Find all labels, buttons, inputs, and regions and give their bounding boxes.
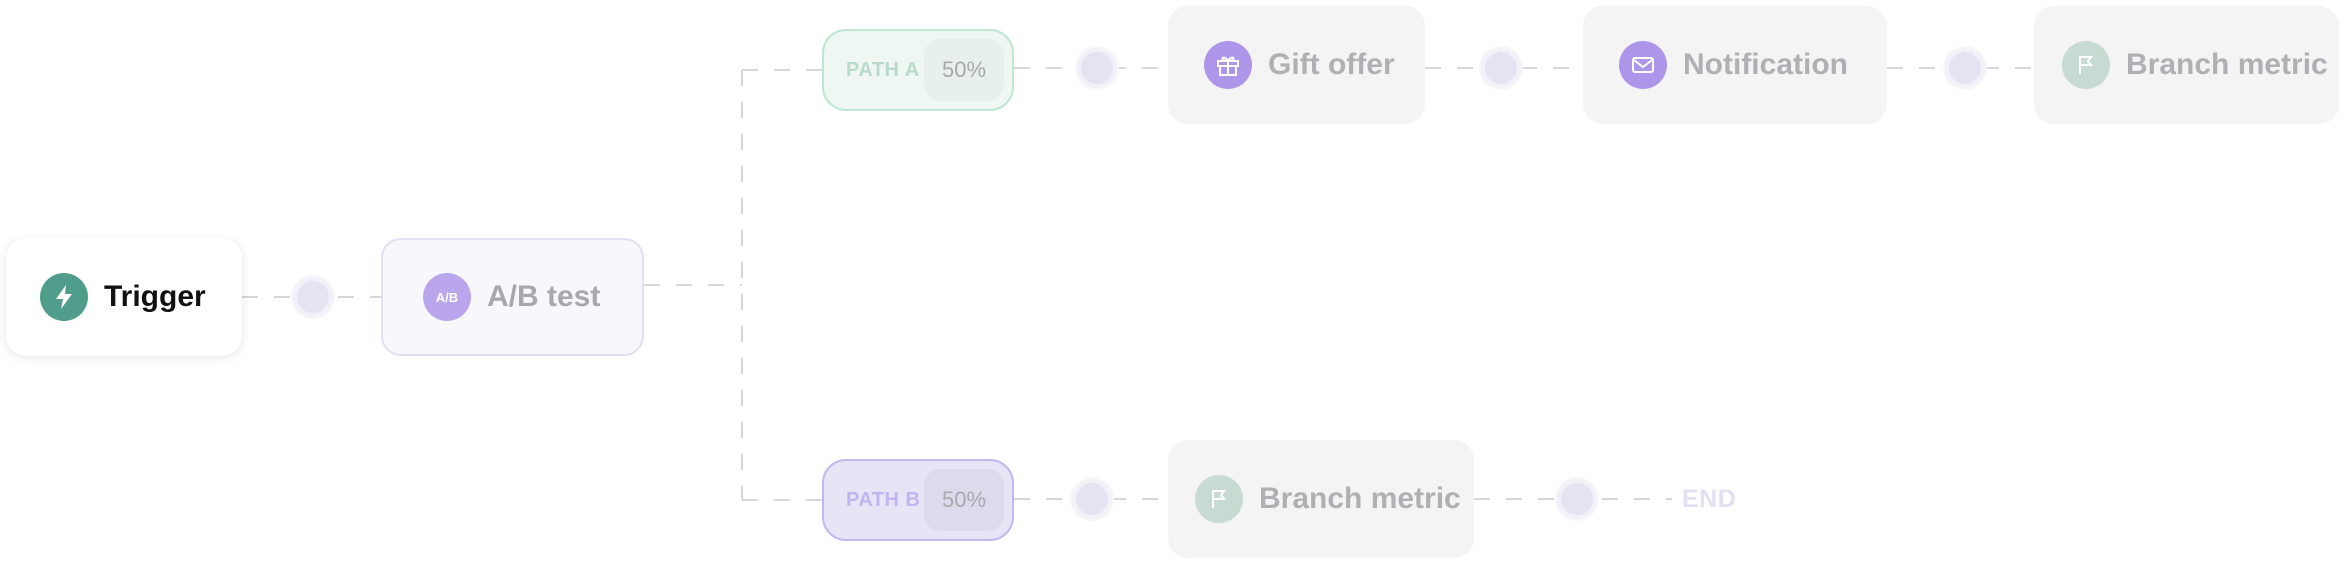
path-b-label: PATH B [846, 488, 921, 511]
path-b-pill[interactable]: PATH B 50% [822, 459, 1014, 541]
flag-icon [2062, 41, 2110, 89]
add-step-dot-6[interactable] [1557, 479, 1597, 519]
envelope-icon [1619, 41, 1667, 89]
ab-split-icon: A/B [423, 273, 471, 321]
trigger-node[interactable]: Trigger [6, 238, 242, 356]
ab-test-node[interactable]: A/B A/B test [381, 238, 644, 356]
path-a-label: PATH A [846, 58, 920, 81]
branch-metric-a-node[interactable]: Branch metric [2034, 6, 2339, 124]
gift-offer-label: Gift offer [1268, 48, 1395, 81]
gift-icon [1204, 41, 1252, 89]
path-a-percent: 50% [924, 39, 1004, 101]
branch-metric-a-label: Branch metric [2126, 48, 2328, 81]
branch-metric-b-node[interactable]: Branch metric [1168, 440, 1474, 558]
flag-icon [1195, 475, 1243, 523]
trigger-label: Trigger [104, 280, 206, 313]
branch-metric-b-label: Branch metric [1259, 482, 1461, 515]
add-step-dot-1[interactable] [293, 277, 333, 317]
lightning-icon [40, 273, 88, 321]
ab-split-icon-text: A/B [435, 289, 459, 305]
end-label: END [1682, 485, 1737, 513]
ab-test-label: A/B test [487, 280, 601, 313]
gift-offer-node[interactable]: Gift offer [1168, 6, 1425, 124]
path-a-pill[interactable]: PATH A 50% [822, 29, 1014, 111]
notification-label: Notification [1683, 48, 1848, 81]
add-step-dot-4[interactable] [1945, 48, 1985, 88]
add-step-dot-5[interactable] [1072, 479, 1112, 519]
add-step-dot-3[interactable] [1481, 48, 1521, 88]
path-b-percent: 50% [924, 469, 1004, 531]
add-step-dot-2[interactable] [1077, 48, 1117, 88]
notification-node[interactable]: Notification [1583, 6, 1887, 124]
